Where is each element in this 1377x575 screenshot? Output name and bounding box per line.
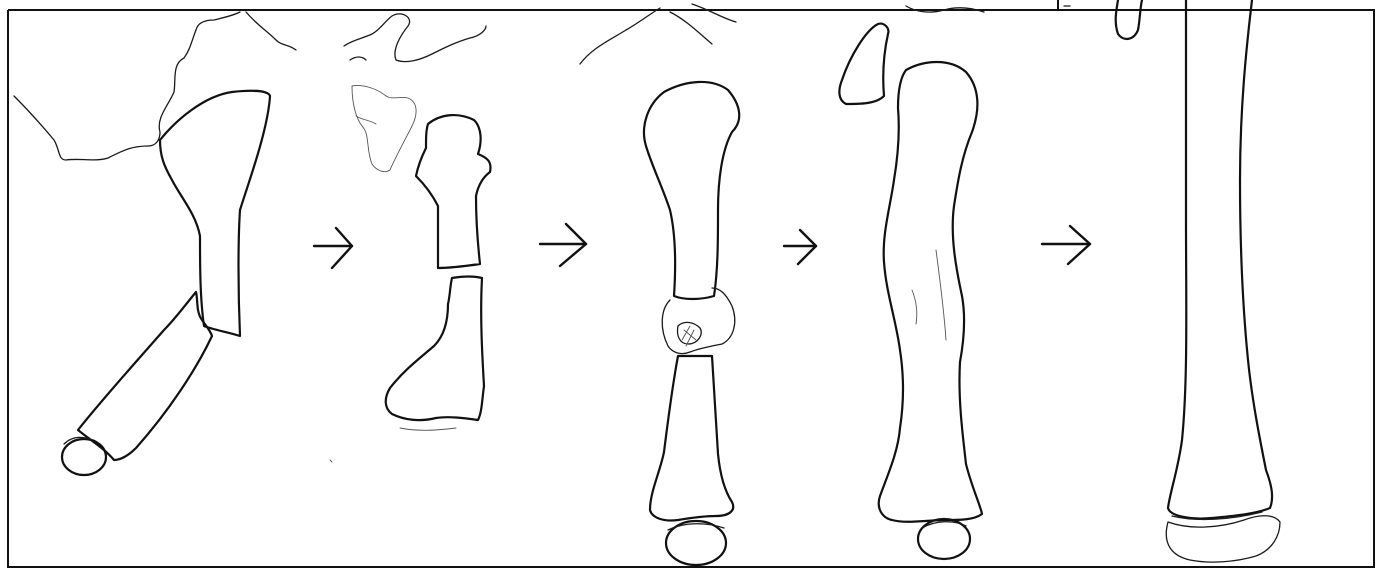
panel-1-lower-bone bbox=[78, 292, 212, 460]
panel-2-upper-segment bbox=[416, 115, 491, 268]
panel-2-fragment-small bbox=[352, 85, 416, 171]
panel-2-lower-segment bbox=[386, 277, 484, 421]
arrow-2 bbox=[540, 224, 586, 266]
panel-3-lower-bone bbox=[650, 356, 733, 521]
panel-2-fragment-top bbox=[344, 14, 486, 62]
arrow-3 bbox=[784, 230, 816, 264]
diagram-frame bbox=[8, 0, 1374, 567]
panel-1-bone-sketch bbox=[14, 12, 296, 475]
panel-1-joint-head bbox=[62, 439, 106, 475]
panel-4-small-fragment bbox=[839, 24, 888, 104]
panel-1-upper-bone bbox=[160, 91, 270, 336]
panel-5-small-fragment bbox=[1116, 0, 1142, 39]
panel-1-hip-outline bbox=[14, 12, 240, 160]
panel-5-distal-end bbox=[1166, 516, 1280, 562]
panel-4-remodeled-bone bbox=[879, 62, 982, 522]
panel-3-upper-bone bbox=[644, 82, 739, 299]
panel-2-bone-sketch bbox=[330, 14, 491, 462]
panel-5-long-bone bbox=[1168, 0, 1272, 519]
panel-1-hip-top bbox=[246, 12, 296, 50]
panel-4-bone-sketch bbox=[839, 6, 984, 559]
arrow-4 bbox=[1042, 226, 1090, 264]
panel-5-bone-sketch bbox=[1116, 0, 1280, 562]
panel-3-bone-sketch bbox=[580, 4, 739, 565]
arrow-1 bbox=[314, 228, 352, 268]
panel-3-upper-contour bbox=[580, 8, 660, 64]
